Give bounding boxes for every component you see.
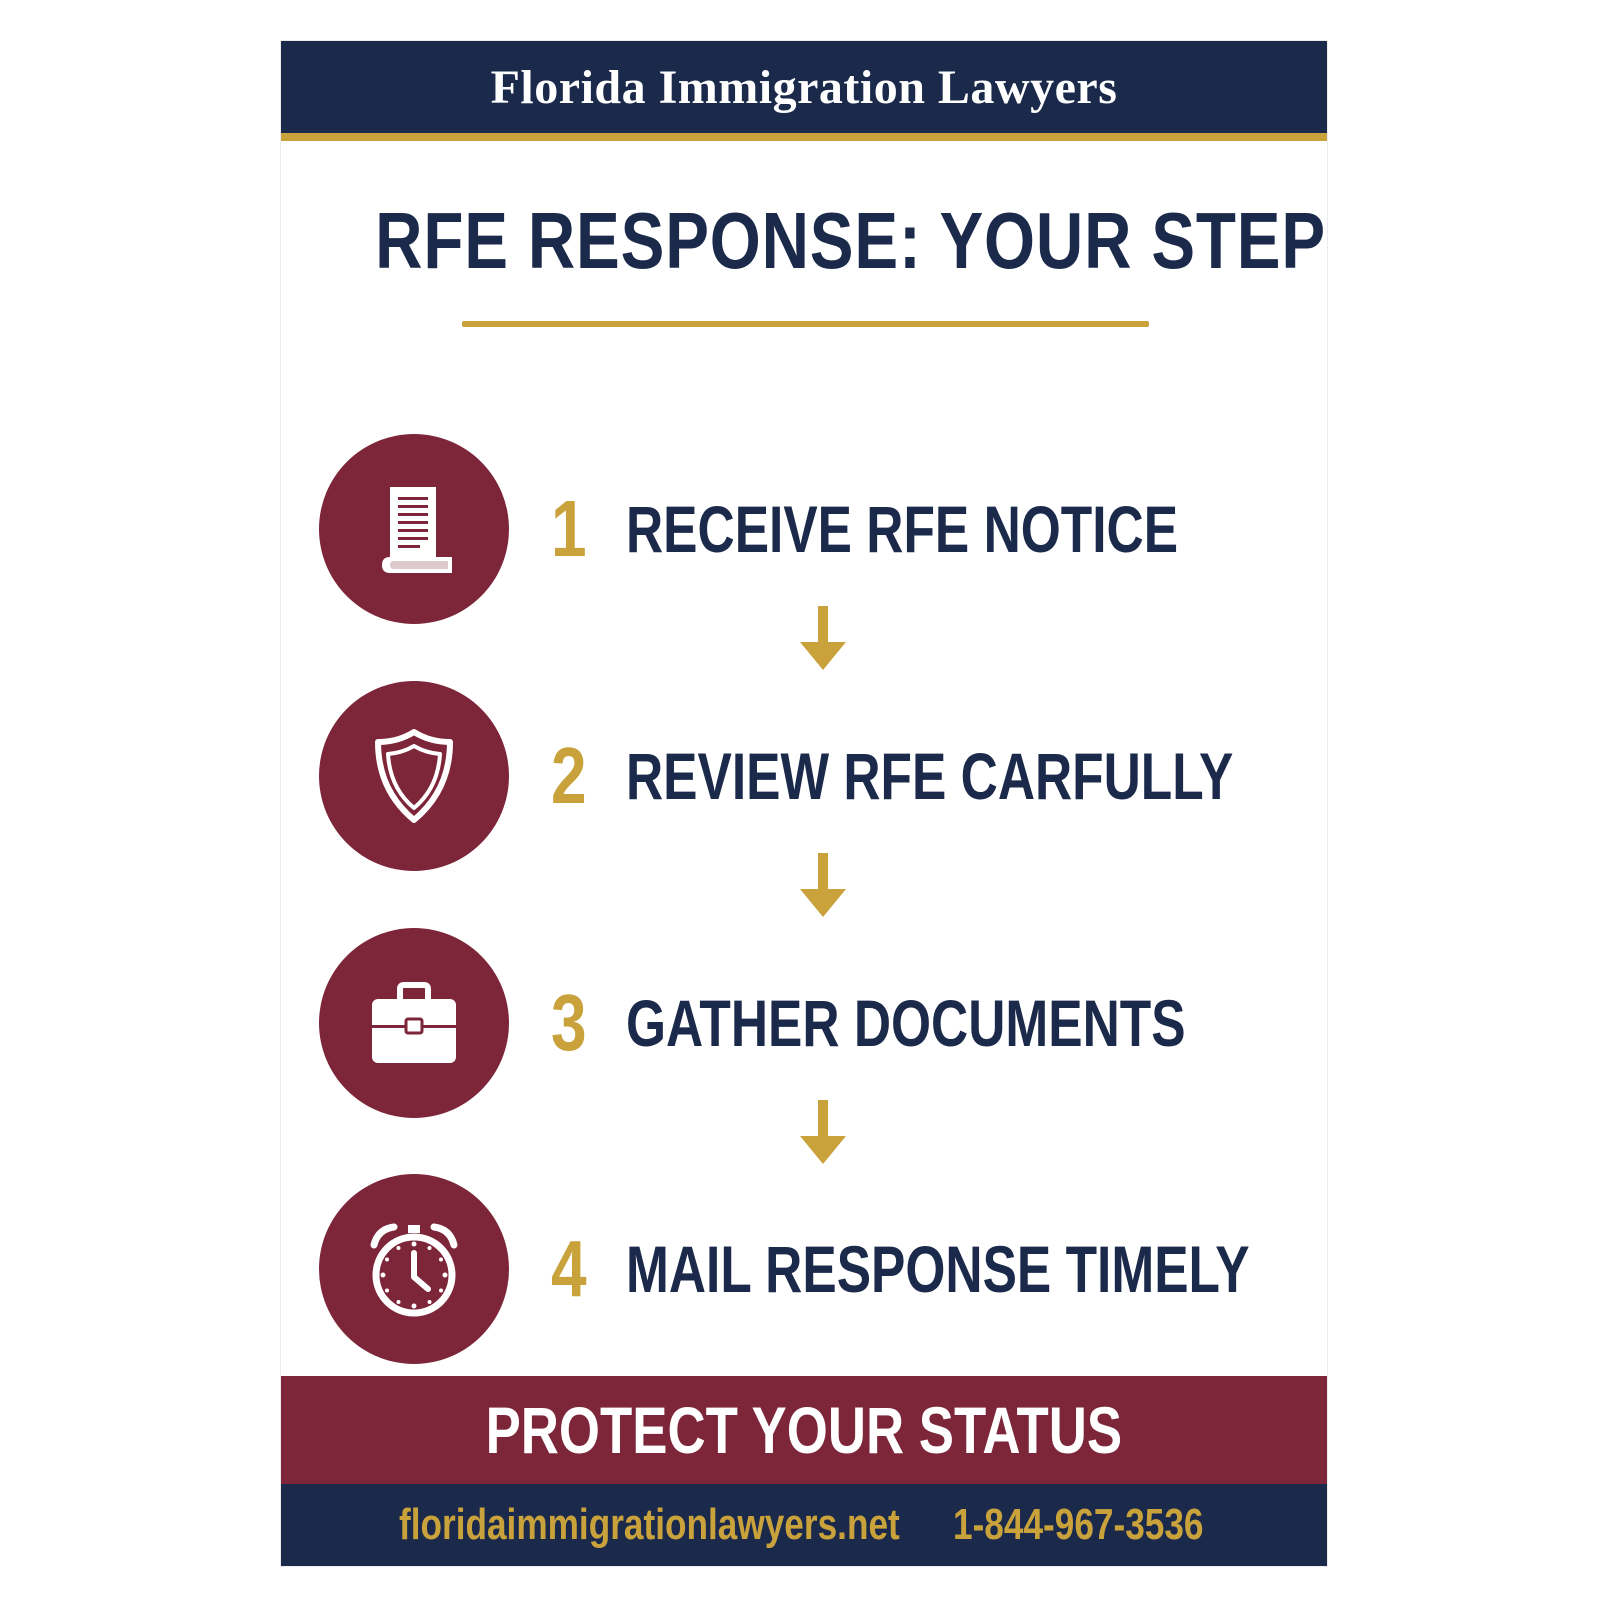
footer-bar: floridaimmigrationlawyers.net 1-844-967-… xyxy=(281,1484,1327,1566)
step-3-label: GATHER DOCUMENTS xyxy=(626,986,1186,1060)
step-4: 4 MAIL RESPONSE TIMELY xyxy=(281,1174,1327,1364)
banner-text: PROTECT YOUR STATUS xyxy=(485,1393,1123,1467)
rfe-poster: Florida Immigration Lawyers RFE RESPONSE… xyxy=(281,41,1327,1566)
document-icon xyxy=(382,487,452,573)
firm-name: Florida Immigration Lawyers xyxy=(490,60,1118,114)
step-3: 3 GATHER DOCUMENTS xyxy=(281,928,1327,1118)
step-3-number: 3 xyxy=(551,978,587,1067)
step-1-label: RECEIVE RFE NOTICE xyxy=(626,492,1179,566)
header-gold-rule xyxy=(281,133,1327,141)
step-4-icon-circle xyxy=(319,1174,509,1364)
title-underline xyxy=(462,321,1149,327)
step-4-number: 4 xyxy=(551,1224,587,1313)
page-title: RFE RESPONSE: YOUR STEPS xyxy=(375,196,1327,285)
step-1-icon-circle xyxy=(319,434,509,624)
step-4-label: MAIL RESPONSE TIMELY xyxy=(626,1232,1250,1306)
arrow-down-icon xyxy=(800,606,846,670)
phone-number[interactable]: 1-844-967-3536 xyxy=(953,1500,1204,1549)
alarm-clock-icon xyxy=(370,1223,458,1317)
briefcase-icon xyxy=(372,982,456,1063)
step-3-icon-circle xyxy=(319,928,509,1118)
step-1: 1 RECEIVE RFE NOTICE xyxy=(281,434,1327,624)
step-2: 2 REVIEW RFE CARFULLY xyxy=(281,681,1327,871)
step-2-number: 2 xyxy=(551,731,587,820)
protect-status-banner: PROTECT YOUR STATUS xyxy=(281,1376,1327,1484)
arrow-down-icon xyxy=(800,1100,846,1164)
website-link[interactable]: floridaimmigrationlawyers.net xyxy=(399,1500,900,1549)
arrow-down-icon xyxy=(800,853,846,917)
header-bar: Florida Immigration Lawyers xyxy=(281,41,1327,133)
step-2-label: REVIEW RFE CARFULLY xyxy=(626,739,1234,813)
step-1-number: 1 xyxy=(551,484,587,573)
shield-icon xyxy=(375,729,453,823)
step-2-icon-circle xyxy=(319,681,509,871)
